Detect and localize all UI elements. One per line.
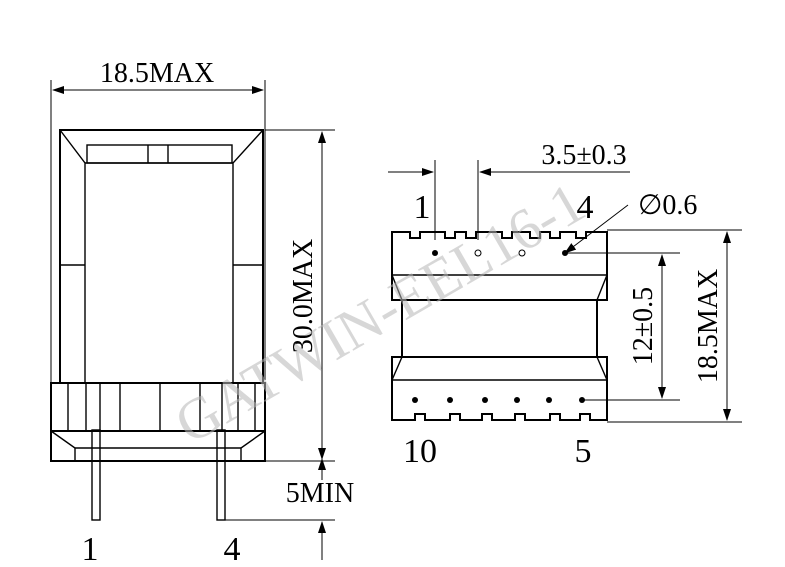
side-view: 18.5MAX 1 4	[50, 58, 354, 567]
row-spacing-label: 12±0.5	[628, 287, 659, 365]
pin-label-4: 4	[224, 531, 241, 567]
pin-hole	[474, 249, 482, 257]
pin-label-1: 1	[82, 531, 99, 567]
pin-label-top-1: 1	[414, 189, 431, 226]
pin-label-top-4: 4	[577, 189, 594, 226]
width-right-label: 18.5MAX	[693, 269, 724, 383]
pin-hole	[412, 397, 418, 403]
pin-hole	[514, 397, 520, 403]
height-dimension-label: 30.0MAX	[288, 239, 319, 353]
pin-hole	[518, 249, 526, 257]
pin-hole	[546, 397, 552, 403]
top-flange	[391, 231, 608, 301]
pin-pitch-label: 3.5±0.3	[541, 140, 626, 171]
pin-hole	[482, 397, 488, 403]
pin-label-bottom-10: 10	[403, 433, 437, 470]
bottom-flange	[391, 356, 608, 421]
pin-label-bottom-5: 5	[575, 433, 592, 470]
width-dimension-label: 18.5MAX	[100, 58, 214, 89]
pin-length-label: 5MIN	[286, 478, 354, 509]
pin-4	[216, 429, 226, 521]
bottom-view: 3.5±0.3 1 4 ∅0.6 10 5	[388, 140, 742, 470]
watermark: GATWIN-EEL16-1	[164, 170, 595, 457]
pin-diameter-label: ∅0.6	[638, 190, 697, 221]
pin-1	[91, 429, 101, 521]
pin-hole	[432, 250, 438, 256]
pin-hole	[447, 397, 453, 403]
